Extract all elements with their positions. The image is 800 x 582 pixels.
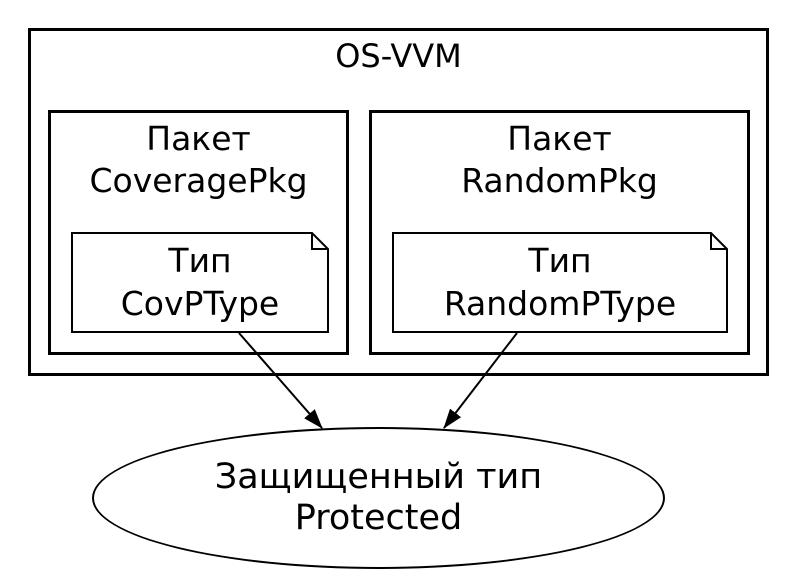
- note-shape-icon: [392, 232, 728, 333]
- note-randomptype: Тип RandomPType: [392, 232, 728, 333]
- package-kind-label: Пакет: [507, 119, 612, 158]
- note-label-covptype: Тип CovPType: [71, 232, 329, 333]
- type-name-label: RandomPType: [443, 283, 677, 323]
- protected-type-label-en: Protected: [294, 498, 463, 538]
- package-label-coveragepkg: Пакет CoveragePkg: [51, 118, 346, 202]
- note-shape-icon: [71, 232, 329, 333]
- package-name-label: RandomPkg: [461, 161, 658, 201]
- package-name-label: CoveragePkg: [89, 161, 308, 201]
- note-label-randomptype: Тип RandomPType: [392, 232, 728, 333]
- package-label-randompkg: Пакет RandomPkg: [372, 118, 747, 202]
- type-kind-label: Тип: [168, 241, 232, 281]
- protected-type-ellipse: Защищенный тип Protected: [92, 427, 665, 569]
- type-kind-label: Тип: [528, 241, 592, 281]
- diagram-title: OS-VVM: [335, 37, 462, 75]
- protected-type-label-ru: Защищенный тип: [214, 456, 543, 497]
- note-covptype: Тип CovPType: [71, 232, 329, 333]
- package-kind-label: Пакет: [146, 119, 251, 158]
- type-name-label: CovPType: [120, 283, 280, 323]
